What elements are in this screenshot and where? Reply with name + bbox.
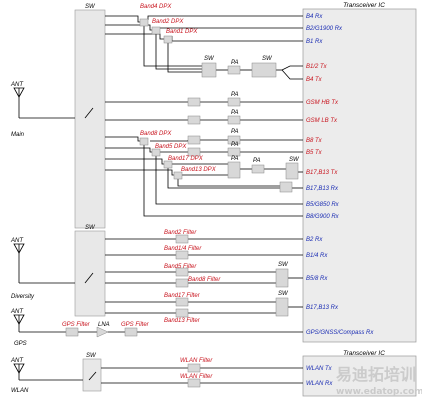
- sw-div-b58-label: SW: [278, 262, 289, 268]
- transceiver-ic-bottom: [302, 355, 417, 397]
- port-gsmlbtx: GSM LB Tx: [306, 118, 338, 124]
- band5-filter-label: Band5 Filter: [164, 264, 197, 270]
- main-switch-label: SW: [85, 4, 96, 10]
- sw-pa1-label: SW: [204, 56, 215, 62]
- port-b4tx: B4 Tx: [306, 77, 323, 83]
- antenna-wlan-label: WLAN: [11, 388, 29, 394]
- port-b17b13rx-div: B17,B13 Rx: [306, 305, 339, 311]
- wlan-switch: [82, 358, 102, 392]
- transceiver-ic-top-label: Transceiver IC: [343, 2, 385, 9]
- port-b8g900rx: B8/G900 Rx: [306, 214, 340, 220]
- port-b17b13rx: B17,B13 Rx: [306, 186, 339, 192]
- pa6-label: PA: [231, 156, 239, 162]
- diversity-signal-lines: [105, 238, 303, 314]
- antenna-gps-ant-label: ANT: [10, 309, 24, 315]
- port-b2rx-g1900: B2/G1900 Rx: [306, 26, 343, 32]
- wlan-filter1-label: WLAN Filter: [180, 358, 213, 364]
- wlan-switch-contact: [88, 371, 97, 381]
- band13-filter-label: Band13 Filter: [164, 318, 201, 324]
- pa3-label: PA: [231, 110, 239, 116]
- lna-label: LNA: [98, 322, 110, 328]
- band14-filter-label: Band1/4 Filter: [164, 246, 202, 252]
- wlan-signal-lines: [101, 363, 303, 388]
- diversity-switch: [74, 230, 106, 317]
- main-components: [139, 18, 299, 193]
- gps-filter1-label: GPS Filter: [62, 322, 91, 328]
- band8-filter-label: Band8 Filter: [188, 277, 221, 283]
- main-switch: [74, 9, 106, 229]
- port-gsmhbtx: GSM HB Tx: [306, 100, 339, 106]
- port-b2rx: B2 Rx: [306, 237, 323, 243]
- pa7-label: PA: [253, 158, 261, 164]
- band1-dpx-label: Band1 DPX: [166, 29, 198, 35]
- port-b8tx: B8 Tx: [306, 138, 323, 144]
- port-b58rx: B5/8 Rx: [306, 276, 328, 282]
- watermark-url: www.edatop.com: [336, 387, 422, 397]
- band17-filter-label: Band17 Filter: [164, 293, 201, 299]
- band5-dpx-label: Band5 DPX: [155, 144, 187, 150]
- wlan-filter2-label: WLAN Filter: [180, 374, 213, 380]
- watermark-cn: 易迪拓培训: [336, 365, 416, 384]
- port-wlan-tx: WLAN Tx: [306, 366, 333, 372]
- sw-b17-label: SW: [289, 157, 300, 163]
- port-b17b13tx: B17,B13 Tx: [306, 170, 338, 176]
- antenna-diversity-label: Diversity: [11, 294, 35, 300]
- gps-filter2-label: GPS Filter: [121, 322, 150, 328]
- band17-dpx-label: Band17 DPX: [168, 156, 204, 162]
- diversity-switch-contact: [84, 272, 94, 284]
- antenna-gps-label: GPS: [14, 341, 27, 347]
- diversity-components: [175, 234, 289, 318]
- port-gps-rx: GPS/GNSS/Compass Rx: [306, 330, 374, 336]
- port-b12tx: B1/2 Tx: [306, 64, 328, 70]
- band2-filter-label: Band2 Filter: [164, 230, 197, 236]
- band8-dpx-label: Band8 DPX: [140, 131, 172, 137]
- transceiver-ic-top: [302, 8, 417, 343]
- sw-pa2-label: SW: [262, 56, 273, 62]
- antenna-diversity-icon: [13, 243, 75, 284]
- antenna-diversity-ant-label: ANT: [10, 238, 24, 244]
- main-signal-lines: [105, 15, 303, 217]
- pa1-label: PA: [231, 60, 239, 66]
- antenna-wlan-icon: [13, 363, 83, 381]
- port-b14rx: B1/4 Rx: [306, 253, 328, 259]
- diversity-switch-label: SW: [85, 225, 96, 231]
- antenna-main-icon: [13, 87, 75, 119]
- port-b1rx: B1 Rx: [306, 39, 323, 45]
- port-b5tx: B5 Tx: [306, 150, 323, 156]
- antenna-main-ant-label: ANT: [10, 82, 24, 88]
- gps-components: [65, 326, 138, 338]
- transceiver-ic-bottom-label: Transceiver IC: [343, 350, 385, 357]
- antenna-gps-icon: [13, 314, 303, 333]
- antenna-wlan-ant-label: ANT: [10, 358, 24, 364]
- pa4-label: PA: [231, 129, 239, 135]
- pa2-label: PA: [231, 92, 239, 98]
- port-b4rx: B4 Rx: [306, 14, 323, 20]
- main-switch-contact: [84, 107, 94, 119]
- port-wlan-rx: WLAN Rx: [306, 381, 333, 387]
- port-b5g850rx: B5/G850 Rx: [306, 202, 340, 208]
- antenna-main-label: Main: [11, 132, 25, 138]
- wlan-switch-label: SW: [86, 353, 97, 359]
- band13-dpx-label: Band13 DPX: [181, 167, 217, 173]
- pa5-label: PA: [231, 142, 239, 148]
- sw-div-b17-label: SW: [278, 291, 289, 297]
- band4-dpx-label: Band4 DPX: [140, 4, 172, 10]
- band2-dpx-label: Band2 DPX: [152, 19, 184, 25]
